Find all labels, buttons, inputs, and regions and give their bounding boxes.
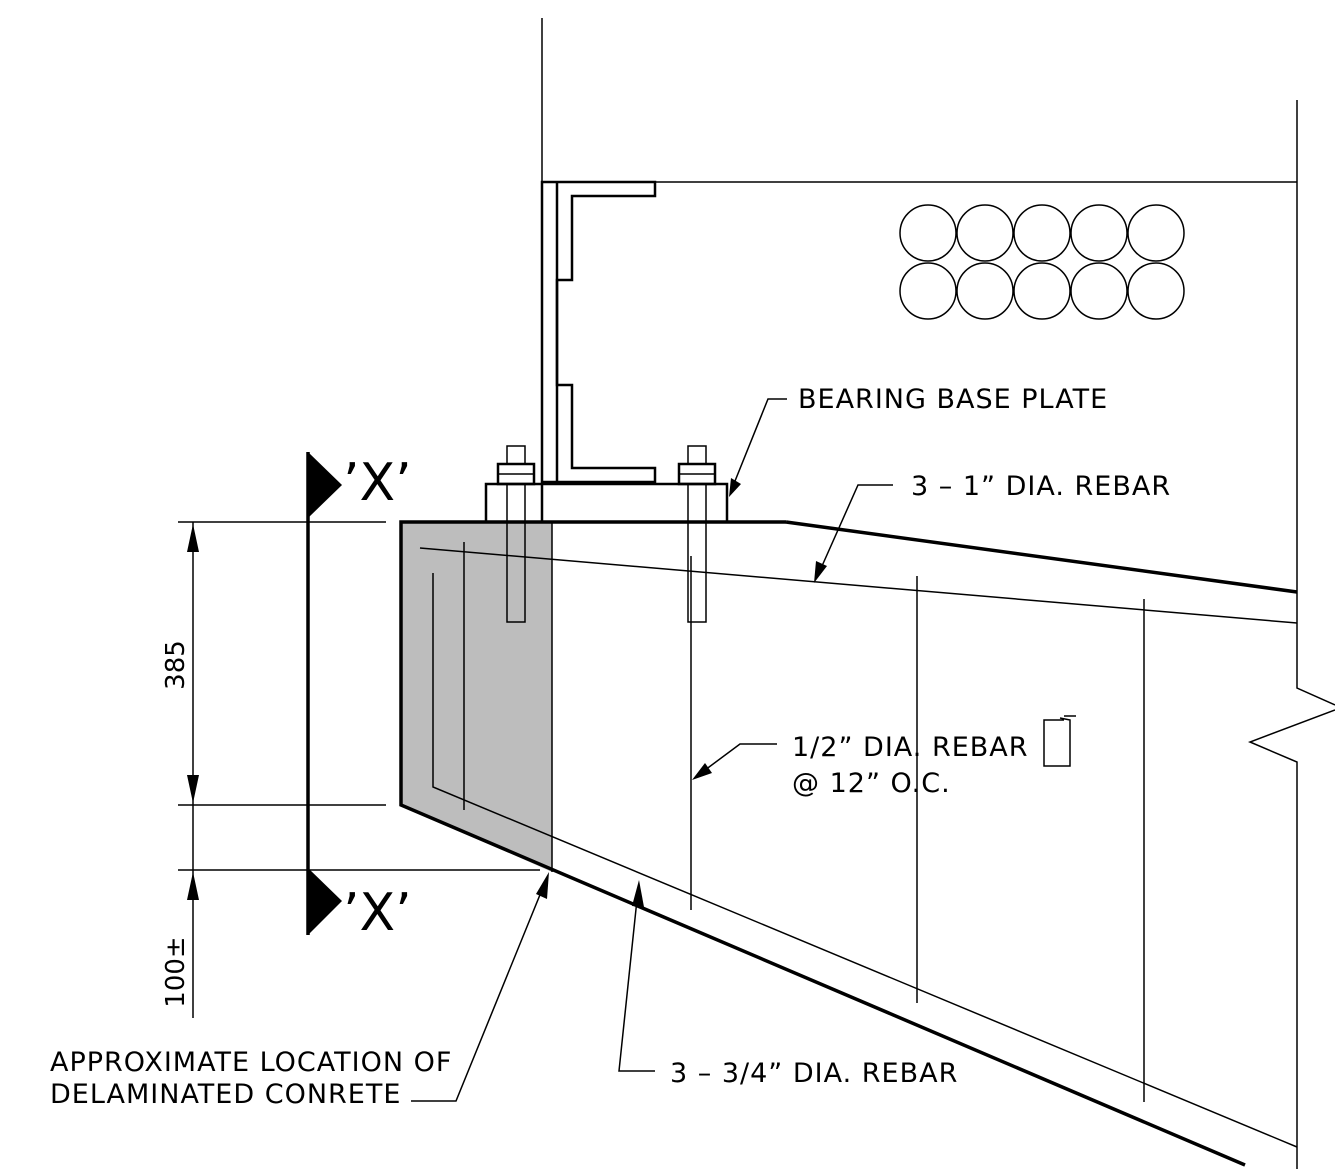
bearing-base-plate (484, 482, 729, 524)
leader-arrow-bottom-rebar (632, 880, 644, 907)
dimension-lines (178, 521, 540, 1018)
section-cut-marker (306, 452, 342, 935)
leader-arrow-top-rebar (814, 561, 827, 583)
leader-bottom-rebar (618, 889, 655, 1072)
label-delaminated-line2: DELAMINATED CONRETE (50, 1079, 401, 1110)
leader-arrow-bearing (729, 478, 741, 497)
delaminated-concrete-zone (401, 522, 552, 872)
bottom-rebar-line (432, 573, 1298, 1148)
label-top-rebar: 3 – 1” DIA. REBAR (911, 471, 1171, 502)
leader-bearing-base-plate (732, 398, 787, 487)
section-label-top: ’X’ (343, 453, 412, 513)
top-rebar-line (419, 547, 1298, 624)
label-stirrup-line2: @ 12” O.C. (792, 768, 951, 799)
label-stirrup-line1: 1/2” DIA. REBAR (792, 732, 1029, 763)
leader-arrow-delaminated (536, 872, 549, 899)
pier-cap-outline (399, 520, 1335, 1169)
leader-top-rebar (817, 484, 893, 576)
label-bearing-base-plate: BEARING BASE PLATE (798, 384, 1108, 415)
steel-channel-section (540, 180, 657, 522)
leader-arrow-stirrup (692, 763, 712, 780)
leader-delaminated (411, 879, 547, 1102)
label-bottom-rebar: 3 – 3/4” DIA. REBAR (670, 1058, 958, 1089)
dimension-lower: 100± (161, 936, 191, 1007)
anchor-bolt-left (496, 445, 536, 623)
leader-stirrup-rebar (696, 743, 777, 777)
pipe-bundle (899, 204, 1185, 320)
stirrup-shape-icon (1043, 717, 1071, 767)
section-label-bottom: ’X’ (343, 883, 412, 943)
dimension-upper: 385 (161, 640, 191, 690)
label-delaminated-line1: APPROXIMATE LOCATION OF (50, 1047, 452, 1078)
anchor-bolt-right (677, 445, 717, 623)
